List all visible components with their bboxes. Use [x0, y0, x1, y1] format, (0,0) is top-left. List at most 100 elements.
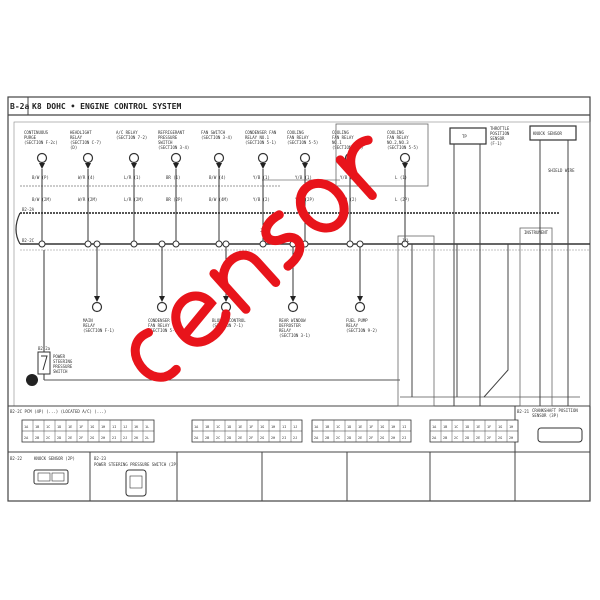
component-label: CONTINUOUS — [24, 130, 49, 135]
connector-terminal-icon — [156, 301, 168, 313]
component-label: PURGE — [24, 135, 37, 140]
ps-switch-label: PRESSURE — [53, 364, 73, 369]
pin-label: 2F — [369, 436, 373, 440]
pin-label: 2G — [90, 436, 94, 440]
pin-label: 2C — [46, 436, 50, 440]
component-label: COOLING — [387, 130, 404, 135]
page-title: K8 DOHC • ENGINE CONTROL SYSTEM — [32, 102, 181, 111]
splice-terminal — [38, 240, 46, 248]
pin-label: 2C — [454, 436, 458, 440]
wire-code: Y/B (1) — [295, 175, 312, 180]
pin-label: 1A — [194, 425, 199, 429]
pin-label: 2B — [325, 436, 329, 440]
pin-label: 1D — [57, 425, 61, 429]
component-label: (SECTION 5-5) — [387, 145, 418, 150]
pin-label: 1L — [145, 425, 149, 429]
connector-box-knock: B2-22 KNOCK SENSOR (2P) — [10, 456, 75, 485]
pin-label: 2A — [194, 436, 199, 440]
pin-label: 1A — [24, 425, 29, 429]
component-label: FAN RELAY — [148, 323, 170, 328]
pin-label: 1E — [68, 425, 72, 429]
pin-label: 2D — [57, 436, 61, 440]
wire-code: L/R (1) — [124, 175, 141, 180]
component-label: FUEL PUMP — [346, 318, 368, 323]
ps-switch-label: POWER — [53, 354, 66, 359]
pin-label: 1C — [336, 425, 340, 429]
connector-terminal-icon — [344, 152, 356, 164]
component-label: (SECTION 3-4) — [201, 135, 232, 140]
wire-code: Y/B (1) — [253, 175, 270, 180]
pin-label: 2B — [443, 436, 447, 440]
component-label: (SECTION 9-2) — [346, 328, 377, 333]
pin-label: 2J — [293, 436, 297, 440]
component-label: HEADLIGHT — [70, 130, 92, 135]
pin-label: 1F — [79, 425, 83, 429]
component-label: FAN RELAY — [287, 135, 309, 140]
pin-label: 1A — [314, 425, 319, 429]
ps-switch-label: STEERING — [53, 359, 73, 364]
splice-terminal — [84, 240, 92, 248]
wire-code: Y/B (2) — [340, 197, 357, 202]
pin-label: 2J — [123, 436, 127, 440]
pin-label: 1G — [90, 425, 94, 429]
pin-label: 1F — [369, 425, 373, 429]
wire-code: BR (1) — [166, 175, 180, 180]
connector-terminal-icon — [82, 152, 94, 164]
component-label: (SECTION 7-1) — [212, 323, 243, 328]
splice-terminal — [130, 240, 138, 248]
splice-terminal — [346, 240, 354, 248]
pin-label: 1J — [123, 425, 127, 429]
component-label: FAN RELAY — [387, 135, 409, 140]
pin-label: 1H — [101, 425, 105, 429]
pin-label: 1I — [112, 425, 116, 429]
connector-box-crankshaft: B2-21 — [517, 409, 583, 443]
component-label: CONDENSER FAN — [245, 130, 277, 135]
pin-label: 2L — [145, 436, 149, 440]
junction-wires — [411, 244, 541, 398]
crankshaft-connector-label: CRANKSHAFT POSITION SENSOR (3P) — [532, 408, 578, 418]
component-label: (SECTION 3-1) — [279, 333, 310, 338]
pin-label: 1B — [35, 425, 39, 429]
pin-label: 2H — [391, 436, 395, 440]
splice-terminal — [215, 240, 223, 248]
svg-text:B2-22: B2-22 — [10, 456, 23, 461]
component-label: (SECTION 7-2) — [116, 135, 147, 140]
pin-label: 1E — [358, 425, 362, 429]
pin-label: 1F — [487, 425, 491, 429]
pin-label: 1C — [46, 425, 50, 429]
pin-label: 2H — [509, 436, 513, 440]
ps-switch-label: SWITCH — [53, 369, 68, 374]
top-component: A/C RELAY(SECTION 7-2)L/R (1)L/R (2M) — [116, 130, 147, 248]
component-label: (SECTION 5-5) — [332, 145, 363, 150]
pin-label: 2D — [227, 436, 231, 440]
tp-sensor-label: POSITION — [490, 131, 510, 136]
wire-code: B/W (P) — [32, 175, 49, 180]
pin-label: 2G — [260, 436, 264, 440]
component-label: CONDENSER — [148, 318, 170, 323]
component-label: RELAY — [83, 323, 96, 328]
connector-terminal-icon — [354, 301, 366, 313]
tp-box-label: TP — [462, 134, 467, 139]
pin-label: 1G — [260, 425, 264, 429]
shield-wire-label: SHIELD WIRE — [548, 168, 575, 173]
wire-code: L (1) — [395, 175, 407, 180]
pin-label: 1I — [402, 425, 406, 429]
connector-terminal-icon — [36, 152, 48, 164]
pin-label: 1C — [216, 425, 220, 429]
pin-label: 2H — [271, 436, 275, 440]
component-label: FAN SWITCH — [201, 130, 226, 135]
pin-label: 2F — [79, 436, 83, 440]
bus-label-joint: J-22 — [260, 228, 270, 233]
ps-connector-label: B2-2a — [38, 346, 51, 351]
pin-label: 2C — [336, 436, 340, 440]
connector-terminal-icon — [170, 152, 182, 164]
connector-box-ps-switch: B2-23 POWER STEERING PRESSURE SWITCH (2P… — [94, 456, 178, 497]
pin-label: 2I — [282, 436, 286, 440]
wire-code: L/R (2M) — [124, 197, 143, 202]
component-label: (SECTION C-7) — [70, 140, 101, 145]
